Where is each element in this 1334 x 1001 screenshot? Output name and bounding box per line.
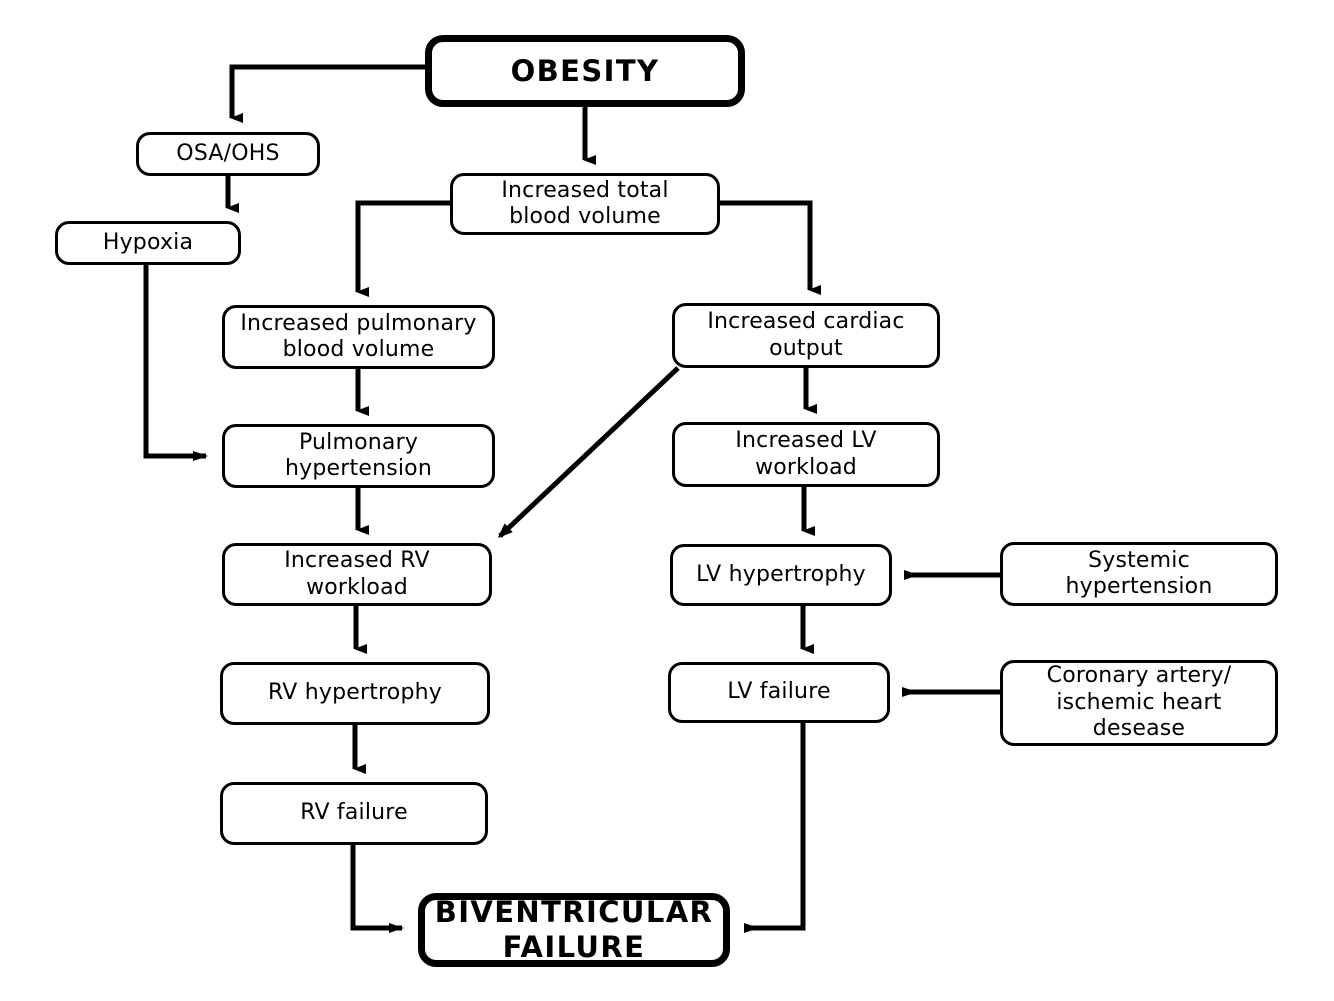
node-label: Increased total blood volume: [501, 177, 669, 229]
node-label: Increased RV workload: [284, 548, 430, 600]
edge-total-blood-volume-to-pulmonary-blood-volume: [355, 200, 450, 297]
node-label: Increased LV workload: [735, 428, 877, 480]
node-label: BIVENTRICULAR FAILURE: [434, 895, 714, 964]
node-label: Hypoxia: [102, 229, 194, 255]
node-label: RV hypertrophy: [267, 680, 442, 706]
node-pulmonary-hypertension[interactable]: Pulmonary hypertension: [222, 424, 495, 488]
node-rv-failure[interactable]: RV failure: [220, 782, 488, 845]
node-label: Systemic hypertension: [1065, 547, 1213, 599]
node-label: OSA/OHS: [176, 140, 280, 166]
node-hypoxia[interactable]: Hypoxia: [55, 221, 241, 265]
node-label: Increased cardiac output: [707, 309, 905, 361]
edge-obesity-to-osa-ohs: [229, 64, 425, 123]
node-coronary-artery-ischemic-heart-disease[interactable]: Coronary artery/ ischemic heart desease: [1000, 660, 1278, 746]
node-label: Increased pulmonary blood volume: [240, 310, 477, 362]
node-biventricular-failure[interactable]: BIVENTRICULAR FAILURE: [418, 893, 730, 967]
node-label: Coronary artery/ ischemic heart desease: [1046, 663, 1232, 742]
node-rv-hypertrophy[interactable]: RV hypertrophy: [220, 662, 490, 725]
node-obesity[interactable]: OBESITY: [425, 35, 745, 107]
node-label: OBESITY: [510, 53, 660, 88]
node-lv-failure[interactable]: LV failure: [668, 662, 890, 723]
node-label: RV failure: [300, 800, 408, 826]
node-increased-pulmonary-blood-volume[interactable]: Increased pulmonary blood volume: [222, 305, 495, 369]
edge-total-blood-volume-to-cardiac-output: [720, 200, 821, 295]
node-increased-cardiac-output[interactable]: Increased cardiac output: [672, 303, 940, 368]
node-increased-rv-workload[interactable]: Increased RV workload: [222, 543, 492, 606]
node-systemic-hypertension[interactable]: Systemic hypertension: [1000, 542, 1278, 606]
edge-cardiac-output-to-rv-workload-diagonal: [497, 366, 680, 539]
edge-rv-failure-to-biventricular-failure: [350, 845, 404, 933]
edge-lv-failure-to-biventricular-failure: [744, 723, 806, 933]
node-osa-ohs[interactable]: OSA/OHS: [136, 132, 320, 176]
node-lv-hypertrophy[interactable]: LV hypertrophy: [670, 544, 892, 606]
node-label: LV failure: [727, 679, 831, 705]
node-label: LV hypertrophy: [696, 561, 866, 587]
node-label: Pulmonary hypertension: [285, 429, 432, 481]
node-increased-total-blood-volume[interactable]: Increased total blood volume: [450, 173, 720, 235]
edge-hypoxia-to-pulmonary-hypertension: [143, 265, 208, 461]
node-increased-lv-workload[interactable]: Increased LV workload: [672, 422, 940, 487]
